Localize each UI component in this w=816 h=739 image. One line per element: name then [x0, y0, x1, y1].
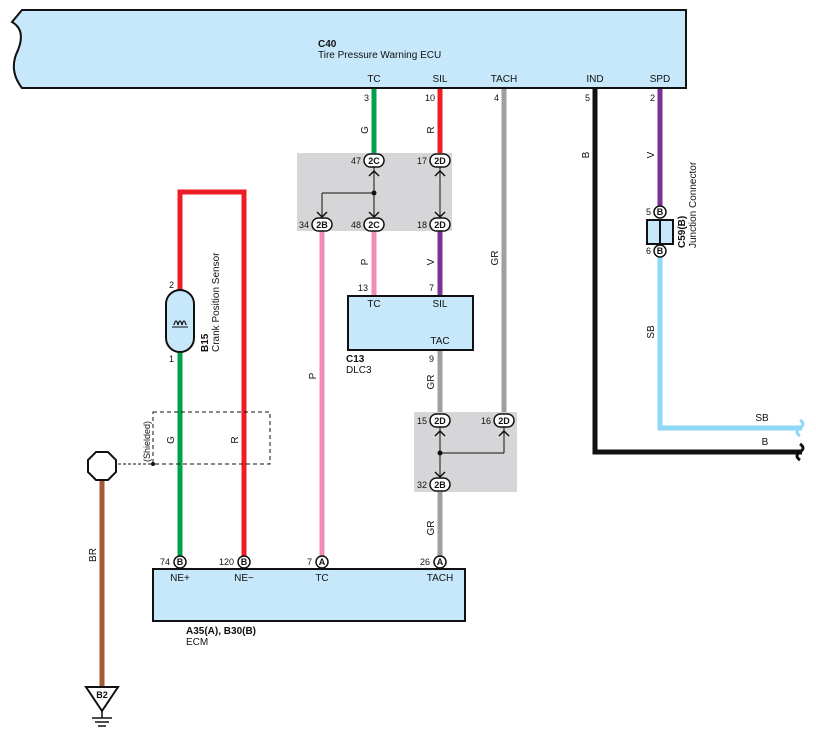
sensor-name: Crank Position Sensor [211, 252, 222, 352]
jc-name: Junction Connector [688, 161, 699, 248]
ecm-conn-120: B [241, 557, 248, 567]
junction-upper-pin-34: 34 [299, 220, 309, 230]
ecm-terminal-ne-plus: NE+ [170, 573, 190, 584]
dlc-pin-sil: 7 [429, 283, 434, 293]
dlc-terminal-tac: TAC [430, 336, 449, 347]
ecm-pin-26: 26 [420, 557, 430, 567]
junction-lower-internals: 2D 2D 2B 15 16 32 [417, 413, 515, 492]
ecm-conn-26: A [437, 557, 444, 567]
ecm-conn-74: B [177, 557, 184, 567]
label-dlc-v: V [426, 258, 437, 265]
dlc3-connector: TC SIL TAC [347, 295, 474, 351]
sensor-pin-top: 2 [169, 280, 174, 290]
label-sb: SB [646, 325, 657, 339]
jc-pin-top: 5 [646, 207, 651, 217]
junction-upper-conn-48: 2C [368, 220, 380, 230]
ecm-pins: B B A A 74 120 7 26 [160, 555, 447, 569]
dlc-code: C13 [346, 354, 365, 365]
junction-lower-pin-15: 15 [417, 416, 427, 426]
ecu-top-pin-spd: 2 [650, 93, 655, 103]
dlc-terminal-tc: TC [367, 299, 380, 310]
ground-b2: B2 [84, 686, 120, 727]
wire-ind-black [592, 89, 802, 455]
label-sil-r: R [426, 126, 437, 133]
label-ind-b: B [581, 151, 592, 158]
label-dlc-gr: GR [426, 375, 437, 390]
ecm-pin-74: 74 [160, 557, 170, 567]
junction-upper-conn-17: 2D [434, 156, 446, 166]
shield-junction-dot [151, 462, 155, 466]
shield-label: (Shielded) [142, 421, 152, 462]
ecu-top-terminal-tc: TC [367, 74, 380, 85]
sensor-pin-bottom: 1 [169, 354, 174, 364]
label-ecm-gr: GR [426, 521, 437, 536]
tire-pressure-warning-ecu: C40 Tire Pressure Warning ECU TC SIL TAC… [10, 9, 687, 89]
junction-lower-pin-16: 16 [481, 416, 491, 426]
jc-letter-top: B [657, 207, 664, 217]
junction-upper-pin-17: 17 [417, 156, 427, 166]
ecu-top-name: Tire Pressure Warning ECU [318, 50, 441, 61]
wire-sb-blue [657, 257, 802, 431]
label-sb-right: SB [755, 413, 769, 424]
ecm-terminal-tach: TACH [427, 573, 453, 584]
ecm-codes: A35(A), B30(B) [186, 626, 256, 637]
crank-position-sensor: 2 1 B15 Crank Position Sensor [165, 252, 222, 364]
dlc-terminal-sil: SIL [432, 299, 447, 310]
label-dlc-p: P [360, 258, 371, 265]
junction-upper-conn-18: 2D [434, 220, 446, 230]
ecu-top-pin-sil: 10 [425, 93, 435, 103]
jc-letter-bottom: B [657, 246, 664, 256]
wire-end-break-sb [795, 418, 805, 438]
jc-code: C59(B) [677, 216, 688, 248]
junction-lower-conn-32: 2B [434, 480, 446, 490]
wire-end-break-b [795, 442, 805, 462]
junction-upper-pin-48: 48 [351, 220, 361, 230]
junction-upper-pin-47: 47 [351, 156, 361, 166]
ecu-top-pin-tc: 3 [364, 93, 369, 103]
junction-lower-pin-32: 32 [417, 480, 427, 490]
ecm-terminal-ne-minus: NE− [234, 573, 254, 584]
sensor-code: B15 [200, 333, 211, 352]
wires [99, 89, 802, 688]
junction-lower-conn-16: 2D [498, 416, 510, 426]
ecm-terminal-tc: TC [315, 573, 328, 584]
wire-sensor-red [177, 189, 247, 556]
label-b-right: B [762, 437, 769, 448]
ecm-conn-7: A [319, 557, 326, 567]
junction-upper-conn-47: 2C [368, 156, 380, 166]
label-sensor-r: R [230, 436, 241, 443]
junction-upper-pins: 2C 2D 2B 2C 2D 47 17 34 48 18 [299, 153, 451, 232]
ecm-pin-7: 7 [307, 557, 312, 567]
label-br: BR [88, 548, 99, 562]
jc-pin-bottom: 6 [646, 246, 651, 256]
ecu-top-pin-ind: 5 [585, 93, 590, 103]
dlc-name: DLC3 [346, 365, 372, 376]
junction-lower-conn-15: 2D [434, 416, 446, 426]
label-tc-g: G [360, 126, 371, 134]
ground-code: B2 [96, 690, 108, 700]
shield-box [152, 411, 271, 465]
ecm-pin-120: 120 [219, 557, 234, 567]
label-ecm-p: P [308, 372, 319, 379]
wire-color-labels: G R GR B V P V P GR GR SB SB B G R BR [88, 126, 769, 562]
ecu-top-pin-tach: 4 [494, 93, 499, 103]
dlc-pin-tc: 13 [358, 283, 368, 293]
label-spd-v: V [646, 151, 657, 158]
ecu-top-terminal-tach: TACH [491, 74, 517, 85]
ground-octagon-terminal [87, 451, 117, 481]
ecm-name: ECM [186, 637, 208, 648]
label-tach-gr: GR [490, 251, 501, 266]
label-sensor-g: G [166, 436, 177, 444]
junction-upper-pin-18: 18 [417, 220, 427, 230]
junction-connector-c59: B B 5 6 C59(B) Junction Connector [646, 161, 699, 258]
ecu-top-terminal-spd: SPD [650, 74, 671, 85]
junction-upper-conn-34: 2B [316, 220, 328, 230]
ecu-top-code: C40 [318, 39, 337, 50]
dlc-pin-tac: 9 [429, 354, 434, 364]
ecu-top-terminal-sil: SIL [432, 74, 447, 85]
ecu-top-terminal-ind: IND [586, 74, 603, 85]
ecm-box: NE+ NE− TC TACH [152, 568, 466, 622]
junction-upper-internals [316, 167, 446, 219]
